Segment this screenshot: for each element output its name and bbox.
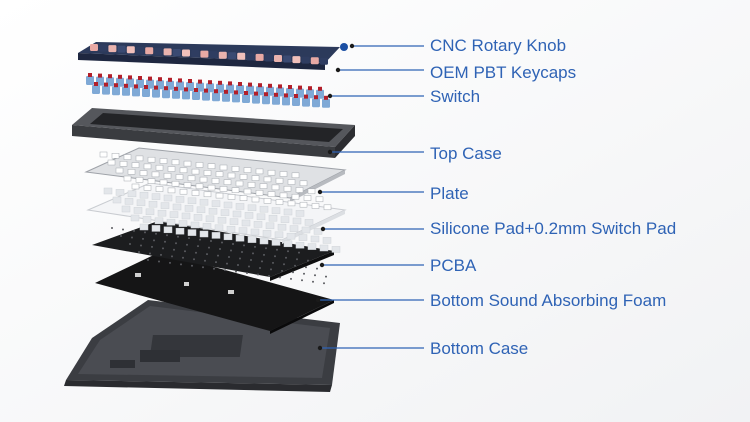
pcba-layer: [92, 221, 334, 285]
label-bottom-case: Bottom Case: [430, 339, 529, 358]
leader-dot-topcase: [327, 149, 333, 155]
top-case-layer: [72, 108, 355, 158]
leader-dot-bottomcase: [317, 345, 323, 351]
label-cnc-rotary-knob: CNC Rotary Knob: [430, 36, 567, 55]
silicone-pad-layer: [86, 182, 347, 253]
leader-dot-keycaps: [335, 67, 341, 73]
leader-dot-knob: [349, 43, 355, 49]
leader-dot-plate: [317, 189, 323, 195]
label-switch: Switch: [430, 87, 481, 106]
leader-dot-switch: [327, 93, 333, 99]
leader-dot-foam: [315, 297, 321, 303]
label-oem-pbt-keycaps: OEM PBT Keycaps: [430, 63, 577, 82]
label-plate: Plate: [430, 184, 469, 203]
label-top-case: Top Case: [430, 144, 502, 163]
leader-dot-pcba: [319, 262, 325, 268]
switch-layer: [86, 73, 330, 108]
leader-dot-silicone: [320, 226, 326, 232]
leader-lines: [315, 43, 424, 351]
label-pcba: PCBA: [430, 256, 477, 275]
label-silicone-pad: Silicone Pad+0.2mm Switch Pad: [430, 219, 677, 238]
rotary-knob-shape: [340, 43, 348, 51]
keycaps-layer: [78, 42, 348, 70]
plate-layer: [84, 147, 347, 211]
label-bottom-foam: Bottom Sound Absorbing Foam: [430, 291, 667, 310]
foam-layer: [95, 252, 334, 334]
